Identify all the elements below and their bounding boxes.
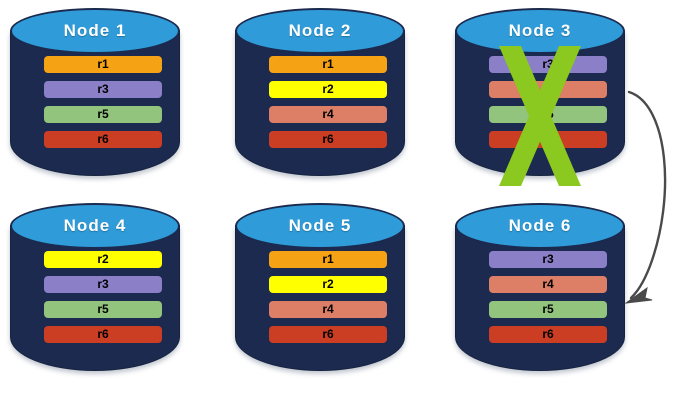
record-list: r2 r3 r5 r6: [44, 251, 162, 343]
record-row[interactable]: r6: [269, 131, 387, 148]
node-4[interactable]: Node 4 r2 r3 r5 r6: [10, 203, 180, 381]
node-1[interactable]: Node 1 r1 r3 r5 r6: [10, 8, 180, 186]
record-row[interactable]: r2: [44, 251, 162, 268]
record-row[interactable]: r3: [44, 276, 162, 293]
record-list: r1 r3 r5 r6: [44, 56, 162, 148]
cylinder-body: [235, 30, 405, 176]
node-5[interactable]: Node 5 r1 r2 r4 r6: [235, 203, 405, 381]
record-row[interactable]: r5: [489, 106, 607, 123]
node-2[interactable]: Node 2 r1 r2 r4 r6: [235, 8, 405, 186]
record-row[interactable]: r1: [269, 251, 387, 268]
record-row[interactable]: r5: [44, 106, 162, 123]
record-row[interactable]: r6: [489, 326, 607, 343]
record-row[interactable]: r6: [269, 326, 387, 343]
cylinder-top: [10, 203, 180, 249]
record-row[interactable]: r4: [269, 106, 387, 123]
record-row[interactable]: r5: [489, 301, 607, 318]
record-list: r1 r2 r4 r6: [269, 56, 387, 148]
node-3[interactable]: Node 3 r3 r4 r5 r6: [455, 8, 625, 186]
cylinder-top: [455, 203, 625, 249]
cylinder-top: [10, 8, 180, 54]
node-title: Node 5: [288, 216, 352, 235]
arrowhead-icon: [624, 286, 653, 304]
node-6[interactable]: Node 6 r3 r4 r5 r6: [455, 203, 625, 381]
cylinder-body: [235, 225, 405, 371]
cylinder-top: [235, 8, 405, 54]
node-title: Node 2: [288, 21, 352, 40]
node-title: Node 1: [63, 21, 127, 40]
cylinder-body: [10, 30, 180, 176]
record-row[interactable]: r1: [269, 56, 387, 73]
node-title: Node 3: [508, 21, 572, 40]
record-row[interactable]: r4: [269, 301, 387, 318]
record-row[interactable]: r3: [44, 81, 162, 98]
node-title: Node 6: [508, 216, 572, 235]
record-row[interactable]: r4: [489, 81, 607, 98]
node-title: Node 4: [63, 216, 127, 235]
record-row[interactable]: r3: [489, 56, 607, 73]
arrow-shape: [624, 90, 667, 304]
record-row[interactable]: r5: [44, 301, 162, 318]
record-row[interactable]: r4: [489, 276, 607, 293]
record-list: r1 r2 r4 r6: [269, 251, 387, 343]
record-row[interactable]: r1: [44, 56, 162, 73]
record-row[interactable]: r6: [489, 131, 607, 148]
record-row[interactable]: r6: [44, 131, 162, 148]
record-row[interactable]: r6: [44, 326, 162, 343]
record-list: r3 r4 r5 r6: [489, 251, 607, 343]
cylinder-body: [10, 225, 180, 371]
cylinder-top: [235, 203, 405, 249]
record-row[interactable]: r2: [269, 81, 387, 98]
record-list: r3 r4 r5 r6: [489, 56, 607, 148]
record-row[interactable]: r3: [489, 251, 607, 268]
record-row[interactable]: r2: [269, 276, 387, 293]
